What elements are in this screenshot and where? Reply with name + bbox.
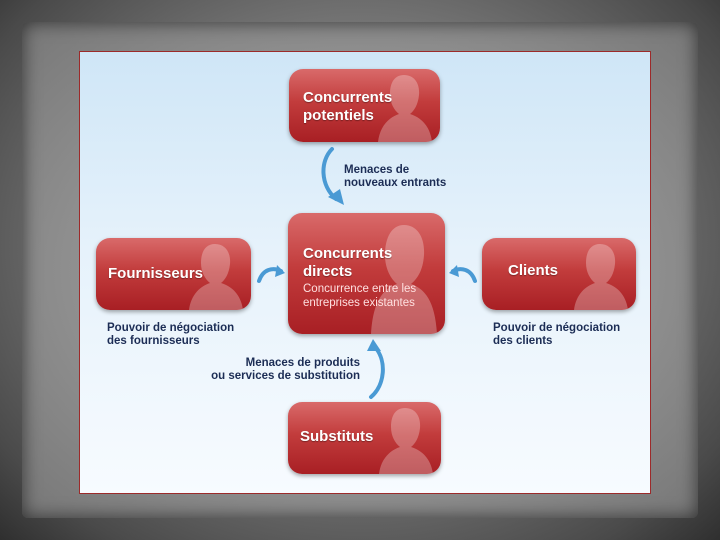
label-pouvoir-clients: Pouvoir de négociation des clients bbox=[493, 322, 620, 348]
label-pouvoir-fournisseurs: Pouvoir de négociation des fournisseurs bbox=[107, 322, 234, 348]
node-subtitle: Concurrence entre les entreprises exista… bbox=[303, 282, 416, 310]
node-title-line: potentiels bbox=[303, 107, 374, 124]
node-substituts: Substituts bbox=[288, 402, 441, 474]
label-line: des fournisseurs bbox=[107, 335, 200, 347]
node-title: Concurrents potentiels bbox=[303, 89, 392, 125]
person-silhouette-icon bbox=[189, 244, 243, 310]
node-title: Fournisseurs bbox=[108, 265, 204, 282]
node-title-line: Concurrents bbox=[303, 89, 393, 106]
label-line: nouveaux entrants bbox=[344, 177, 447, 189]
label-line: Menaces de produits bbox=[245, 357, 360, 369]
person-silhouette-icon bbox=[574, 244, 628, 310]
node-title-line: directs bbox=[303, 263, 353, 280]
person-silhouette-icon bbox=[379, 408, 433, 474]
arrow-potentiels-to-directs bbox=[321, 147, 344, 205]
node-subtitle-line: entreprises existantes bbox=[303, 297, 415, 309]
arrow-substituts-to-directs bbox=[367, 339, 385, 399]
label-menaces-substitution: Menaces de produits ou services de subst… bbox=[200, 357, 360, 383]
node-title-line: Concurrents bbox=[303, 245, 393, 262]
node-title: Concurrents directs bbox=[303, 245, 392, 281]
diagram-slide: Concurrents potentiels Concurrents direc… bbox=[79, 51, 651, 494]
label-line: ou services de substitution bbox=[211, 370, 360, 382]
node-clients: Clients bbox=[482, 238, 636, 310]
label-line: des clients bbox=[493, 335, 553, 347]
node-concurrents-potentiels: Concurrents potentiels bbox=[289, 69, 440, 142]
person-silhouette-icon bbox=[371, 225, 437, 334]
arrow-fournisseurs-to-directs bbox=[257, 265, 285, 283]
node-title: Clients bbox=[508, 262, 559, 279]
arrow-clients-to-directs bbox=[449, 265, 477, 283]
node-concurrents-directs: Concurrents directs Concurrence entre le… bbox=[288, 213, 445, 334]
label-line: Menaces de bbox=[344, 164, 410, 176]
person-silhouette-icon bbox=[378, 75, 432, 142]
node-title: Substituts bbox=[300, 428, 374, 445]
node-subtitle-line: Concurrence entre les bbox=[303, 283, 417, 295]
label-menaces-nouveaux-entrants: Menaces de nouveaux entrants bbox=[344, 164, 446, 190]
node-fournisseurs: Fournisseurs bbox=[96, 238, 251, 310]
label-line: Pouvoir de négociation bbox=[107, 322, 235, 334]
label-line: Pouvoir de négociation bbox=[493, 322, 621, 334]
